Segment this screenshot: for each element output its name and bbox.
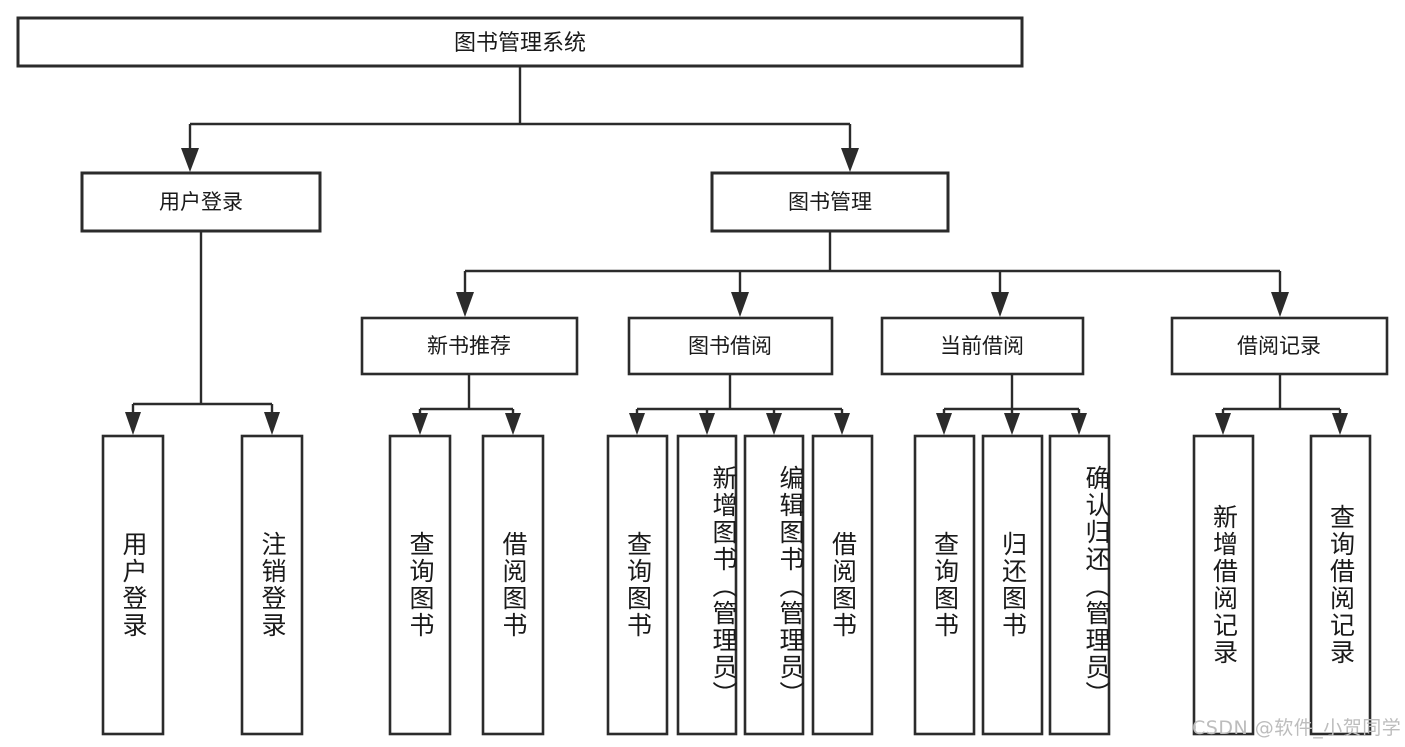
node-current-borrow-label: 当前借阅 (940, 334, 1024, 358)
leaf-box-confirm-return[interactable] (1048, 434, 1111, 736)
leaf-box-query-record[interactable] (1309, 434, 1372, 736)
arrow-head-icon (1071, 413, 1087, 435)
arrow-head-icon (181, 148, 199, 172)
arrow-head-icon (1004, 413, 1020, 435)
leaf-box-add-record[interactable] (1192, 434, 1255, 736)
leaf-box-user-login[interactable] (101, 434, 165, 736)
arrow-head-icon (125, 412, 141, 435)
node-user-login-label: 用户登录 (159, 190, 243, 214)
arrow-head-icon (991, 292, 1009, 317)
arrow-head-icon (936, 413, 952, 435)
node-user-login-box (80, 171, 322, 233)
connector-root-to-level2 (181, 66, 859, 172)
leaf-box-query-book-2[interactable] (606, 434, 669, 736)
connector-bookmanage-to-level3 (456, 231, 1289, 317)
node-new-book-rec-box (360, 316, 579, 376)
arrow-head-icon (766, 413, 782, 435)
connector-currentborrow-to-leaves (936, 374, 1087, 435)
leaf-boxes (101, 434, 1372, 736)
arrow-head-icon (505, 413, 521, 435)
arrow-head-icon (834, 413, 850, 435)
leaf-box-query-book-3[interactable] (913, 434, 976, 736)
leaf-box-add-book[interactable] (676, 434, 738, 736)
arrow-head-icon (264, 412, 280, 435)
node-new-book-rec-label: 新书推荐 (427, 334, 511, 358)
node-book-manage-box (710, 171, 950, 233)
node-book-borrow[interactable]: 图书借阅 (627, 316, 834, 376)
node-book-borrow-label: 图书借阅 (688, 334, 772, 358)
node-root[interactable]: 图书管理系统 (16, 16, 1024, 68)
connector-borrowrecord-to-leaves (1215, 374, 1348, 435)
node-current-borrow[interactable]: 当前借阅 (880, 316, 1085, 376)
connector-userlogin-to-leaves (125, 231, 280, 435)
leaf-box-borrow-book-2[interactable] (811, 434, 874, 736)
node-new-book-rec[interactable]: 新书推荐 (360, 316, 579, 376)
node-user-login[interactable]: 用户登录 (80, 171, 322, 233)
arrow-head-icon (731, 292, 749, 317)
connector-bookborrow-to-leaves (629, 374, 850, 435)
arrow-head-icon (412, 413, 428, 435)
leaf-box-query-book-1[interactable] (388, 434, 452, 736)
leaf-box-borrow-book-1[interactable] (481, 434, 545, 736)
leaf-box-edit-book[interactable] (743, 434, 805, 736)
arrow-head-icon (1271, 292, 1289, 317)
arrow-head-icon (1215, 413, 1231, 435)
node-borrow-record[interactable]: 借阅记录 (1170, 316, 1389, 376)
node-book-borrow-box (627, 316, 834, 376)
node-current-borrow-box (880, 316, 1085, 376)
node-book-manage[interactable]: 图书管理 (710, 171, 950, 233)
arrow-head-icon (699, 413, 715, 435)
node-book-manage-label: 图书管理 (788, 190, 872, 214)
leaf-box-logout[interactable] (240, 434, 304, 736)
csdn-watermark: CSDN @软件_小贺同学 (1192, 717, 1402, 739)
arrow-head-icon (629, 413, 645, 435)
node-root-label: 图书管理系统 (454, 31, 586, 56)
node-root-box (16, 16, 1024, 68)
connector-newbookrec-to-leaves (412, 374, 521, 435)
arrow-head-icon (1332, 413, 1348, 435)
arrow-head-icon (841, 148, 859, 172)
node-borrow-record-label: 借阅记录 (1237, 334, 1321, 358)
node-borrow-record-box (1170, 316, 1389, 376)
arrow-head-icon (456, 292, 474, 317)
leaf-box-return-book[interactable] (981, 434, 1044, 736)
